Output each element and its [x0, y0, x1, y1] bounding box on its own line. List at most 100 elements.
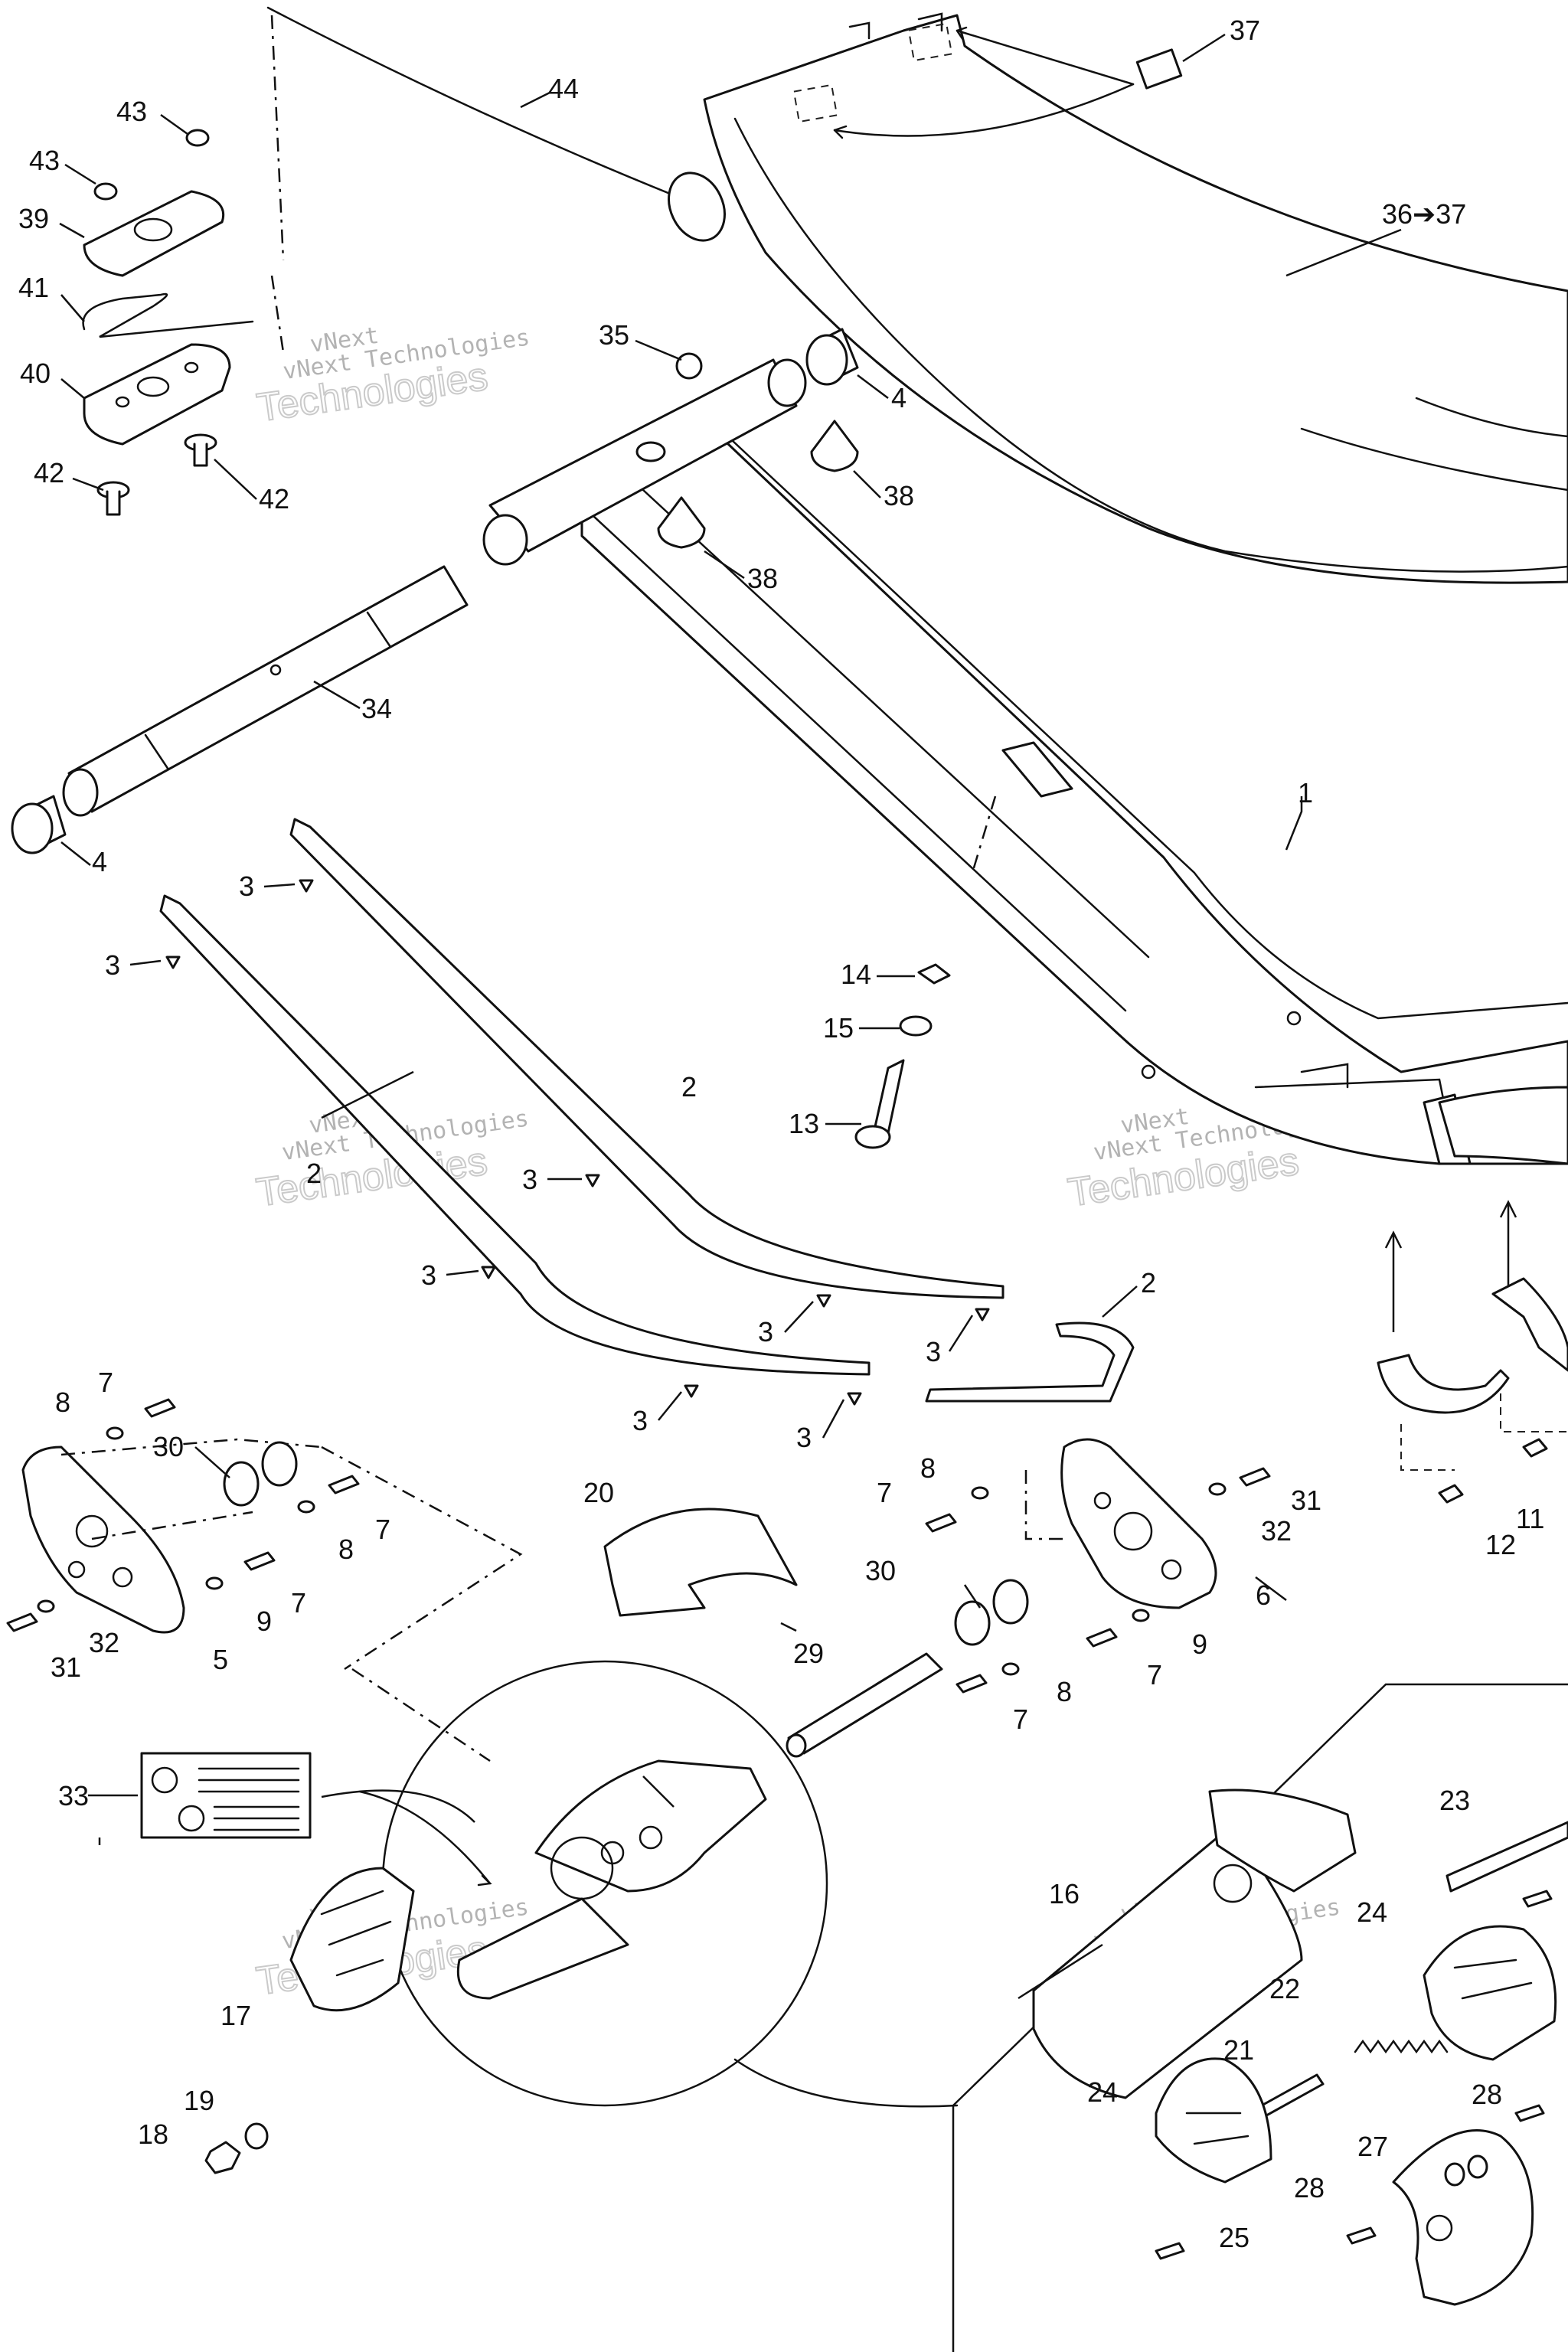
callout-3: 3: [421, 1259, 436, 1291]
detail-circle: [351, 1660, 959, 2108]
callout-2: 2: [681, 1071, 697, 1102]
callout-41: 41: [18, 272, 49, 303]
bolt-assembly: [854, 963, 951, 1149]
callout-31: 31: [51, 1651, 81, 1683]
callout-9: 9: [256, 1606, 272, 1637]
callout-23: 23: [1439, 1785, 1470, 1816]
callout-30: 30: [865, 1555, 896, 1586]
bracket-26: [1392, 2129, 1534, 2306]
seat-cover: [703, 12, 1568, 584]
callout-19: 19: [184, 2085, 214, 2116]
callout-43: 43: [116, 96, 147, 127]
callout-32: 32: [89, 1627, 119, 1658]
callout-38: 38: [884, 480, 914, 511]
callout-22: 22: [1269, 1973, 1300, 2004]
cap-24-lower: [1155, 2057, 1272, 2184]
callout-8: 8: [920, 1452, 936, 1484]
callout-8: 8: [55, 1387, 70, 1418]
clamp-bracket-upper: [1491, 1277, 1568, 1372]
steering-frame: [580, 427, 1568, 1165]
callout-4: 4: [891, 382, 906, 413]
cover-shell: [603, 1508, 798, 1617]
callout-15: 15: [823, 1012, 854, 1044]
callout-14: 14: [841, 959, 871, 990]
callout-30: 30: [153, 1431, 184, 1462]
rail-upper: [289, 818, 1004, 1299]
spring-22: [1354, 2039, 1449, 2054]
callout-9: 9: [1192, 1628, 1207, 1660]
screw-a: [184, 433, 217, 467]
callouts: 1 2 2 2 3 3 3 3 3 3 3 3 4 4 5 6 7 7 7 7 …: [18, 15, 1544, 2253]
callout-27: 27: [1357, 2131, 1388, 2162]
callout-1: 1: [1298, 777, 1313, 808]
bushing-top: [805, 328, 859, 386]
callout-3: 3: [239, 871, 254, 902]
callout-33: 33: [58, 1780, 89, 1811]
callout-25: 25: [1219, 2222, 1250, 2253]
latch-housing: [289, 1867, 415, 2012]
plug: [675, 352, 703, 380]
handlebar-tube: [482, 358, 807, 566]
callout-7: 7: [1147, 1659, 1162, 1690]
callout-5: 5: [213, 1644, 228, 1675]
bolts-11-12: [1438, 1438, 1548, 1504]
callout-17: 17: [220, 2000, 251, 2031]
bolts-left: [6, 1398, 360, 1632]
watermark-top-left: vNext vNext Technologies Technologies: [253, 322, 531, 432]
callout-21: 21: [1223, 2034, 1254, 2066]
callout-34: 34: [361, 693, 392, 724]
callout-7: 7: [291, 1587, 306, 1619]
bolts-right: [925, 1467, 1271, 1694]
right-bracket: [1024, 1438, 1217, 1609]
callout-3: 3: [105, 949, 120, 981]
callout-18: 18: [138, 2118, 168, 2150]
callout-3: 3: [632, 1405, 648, 1436]
callout-7: 7: [1013, 1704, 1028, 1735]
rubber-bumper-lower: [657, 496, 706, 549]
flat-strip-23: [1446, 1821, 1568, 1893]
callout-7: 7: [877, 1477, 892, 1508]
steering-shaft: [62, 565, 469, 817]
callout-28: 28: [1472, 2079, 1502, 2110]
rail-lower: [159, 894, 871, 1376]
leader-lines: [98, 796, 1303, 2000]
callout-11: 11: [1516, 1503, 1544, 1534]
callout-40: 40: [20, 358, 51, 389]
housing-block: [83, 343, 231, 446]
callout-2: 2: [1141, 1267, 1156, 1298]
clamp-bracket-lower: [1377, 1354, 1510, 1414]
callout-12: 12: [1485, 1529, 1516, 1560]
callout-leaders: [59, 33, 1402, 1823]
spring-clip: [82, 292, 254, 338]
callout-24: 24: [1357, 1896, 1387, 1928]
screw-b: [96, 481, 130, 516]
bushings-30-left: [223, 1441, 298, 1507]
callout-8: 8: [338, 1534, 354, 1565]
washer-19: [244, 2122, 269, 2150]
mounting-plate: [83, 190, 224, 277]
callout-37: 37: [1230, 15, 1260, 46]
callout-7: 7: [98, 1367, 113, 1398]
washer-upper: [185, 129, 210, 147]
left-bracket: [21, 1438, 523, 1671]
callout-6: 6: [1256, 1579, 1271, 1611]
inset-screws: [1155, 1890, 1553, 2260]
screw-18: [204, 2141, 241, 2174]
callout-8: 8: [1057, 1676, 1072, 1707]
cable-assembly: [266, 6, 726, 353]
callout-36-37: 36➔37: [1382, 198, 1466, 230]
callout-20: 20: [583, 1477, 614, 1508]
callout-3: 3: [926, 1336, 941, 1367]
callout-31: 31: [1291, 1485, 1321, 1516]
cap-24-upper: [1423, 1925, 1557, 2061]
callout-2: 2: [306, 1158, 322, 1189]
callout-4: 4: [92, 846, 107, 877]
callout-3: 3: [522, 1164, 537, 1195]
bushings-30-right: [954, 1579, 1029, 1646]
pivot-pin: [786, 1652, 943, 1758]
rail-small: [925, 1321, 1135, 1403]
callout-42: 42: [34, 457, 64, 488]
callout-29: 29: [793, 1638, 824, 1669]
callout-32: 32: [1261, 1515, 1292, 1547]
callout-35: 35: [599, 319, 629, 351]
